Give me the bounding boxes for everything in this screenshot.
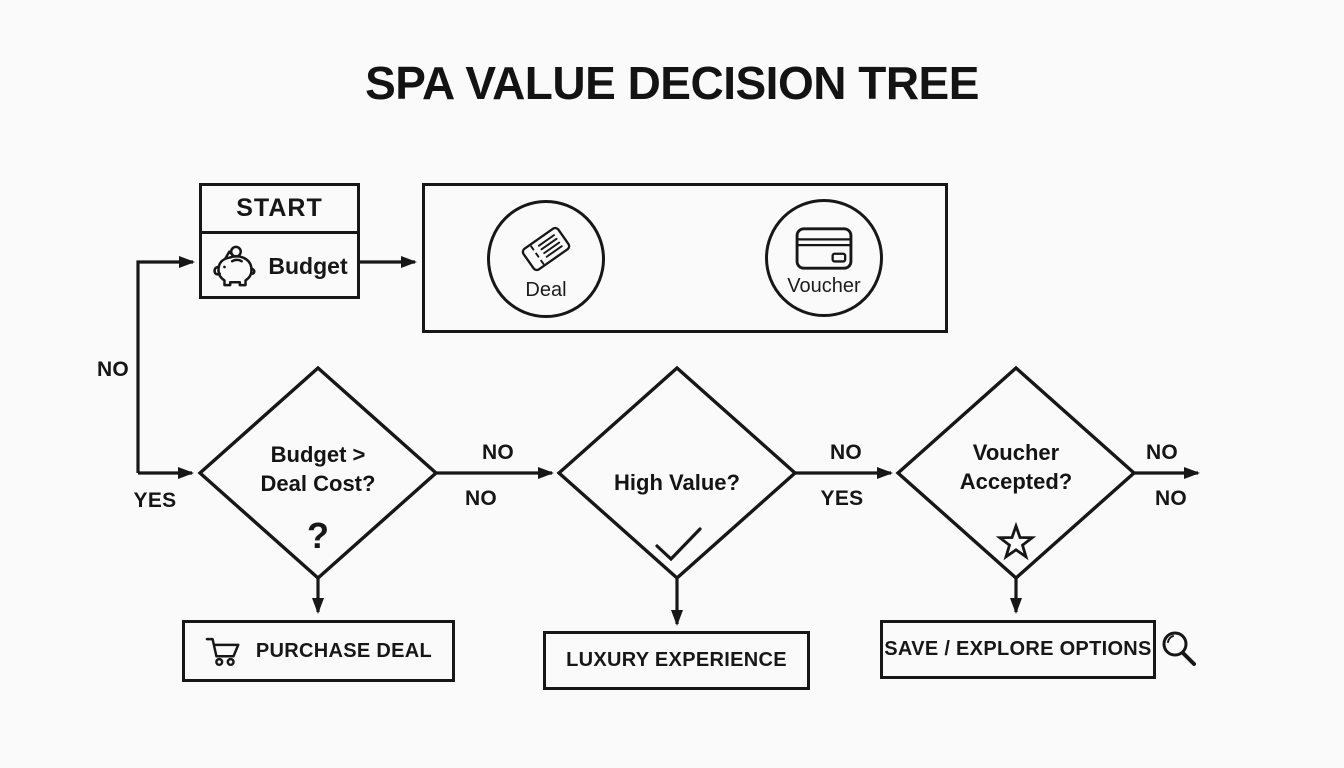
decision3-line2: Accepted? [959, 469, 1073, 494]
start-header: START [202, 186, 357, 234]
edge-loop-to-start [136, 256, 195, 473]
outcome-purchase-deal: PURCHASE DEAL [182, 620, 455, 682]
edge-label-d3-exit-top: NO [1145, 441, 1179, 464]
ticket-icon [517, 221, 575, 277]
decision2-line1: High Value? [614, 470, 740, 495]
checkmark-icon [655, 527, 702, 562]
edge-label-d3-exit-bottom: NO [1154, 487, 1188, 510]
decision3-line1: Voucher [972, 440, 1060, 465]
decision3-diamond [895, 365, 1137, 581]
edge-label-d2-d3-top: NO [829, 441, 863, 464]
edge-label-d1-d2-top: NO [481, 441, 515, 464]
decision1-diamond [197, 365, 439, 581]
star-icon [995, 521, 1037, 561]
decision2-diamond [556, 365, 798, 581]
decision1-line2: Deal Cost? [260, 471, 376, 496]
edge-label-loop-no: NO [96, 358, 130, 381]
deal-node: Deal [487, 200, 605, 318]
outcome-luxury-experience: LUXURY EXPERIENCE [543, 631, 810, 690]
start-body: Budget [202, 234, 357, 299]
edge-label-loop-yes: YES [133, 489, 177, 512]
shopping-cart-icon [205, 635, 243, 668]
page-title: SPA VALUE DECISION TREE [365, 57, 979, 109]
outcome2-label: LUXURY EXPERIENCE [566, 649, 787, 671]
deal-label: Deal [525, 278, 567, 301]
question-mark-icon: ? [307, 515, 329, 556]
outcome1-label: PURCHASE DEAL [255, 639, 433, 662]
outcome-save-explore: SAVE / EXPLORE OPTIONS [880, 620, 1156, 679]
decision2-label: High Value? [582, 468, 772, 497]
voucher-node: Voucher [765, 199, 883, 317]
decision1-label: Budget > Deal Cost? [223, 440, 413, 498]
credit-card-icon [793, 223, 855, 273]
edge-label-d1-d2-bottom: NO [464, 487, 498, 510]
decision1-line1: Budget > [270, 442, 366, 467]
magnifier-icon [1160, 629, 1200, 671]
voucher-label: Voucher [787, 274, 861, 297]
start-item-label: Budget [268, 253, 348, 279]
start-node: START Budget [199, 183, 360, 299]
outcome3-label: SAVE / EXPLORE OPTIONS [884, 638, 1152, 660]
piggy-bank-icon [211, 245, 259, 289]
decision3-label: Voucher Accepted? [921, 438, 1111, 496]
edge-label-d2-d3-bottom: YES [820, 487, 864, 510]
